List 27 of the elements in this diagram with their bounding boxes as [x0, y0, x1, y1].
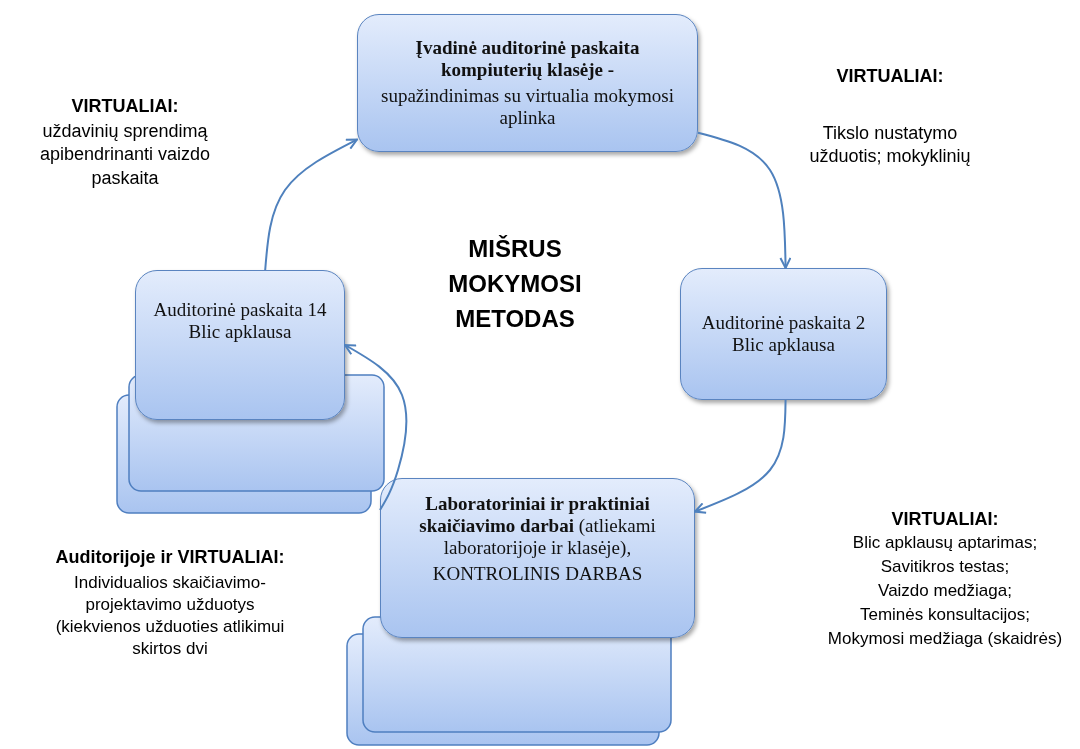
annotation-text: Mokymosi medžiaga (skaidrės) [826, 628, 1064, 650]
annotation-text: Blic apklausų aptarimas; [851, 532, 1039, 554]
annotation-text: Savitikros testas; [879, 556, 1011, 578]
box-text: Auditorinė paskaita 2 Blic apklausa [700, 312, 867, 356]
annotation-text: Tikslo nustatymo užduotis; mokyklinių [808, 122, 972, 169]
curved-arrow [344, 344, 408, 511]
curved-arrow [264, 138, 358, 271]
annotation-text: Individualios skaičiavimo-projektavimo užduotys (kiekvienos užduoties atlikimui skirtos dvi [54, 572, 286, 661]
curved-arrow [697, 131, 792, 269]
box-text: Laboratoriniai ir praktiniai skaičiavimo darbai (atliekami laboratorijoje ir klasėje), [418, 493, 657, 559]
curved-arrow [694, 399, 787, 514]
heading-text: MIŠRUS MOKYMOSI METODAS [447, 234, 583, 334]
heading-text: VIRTUALIAI: [890, 508, 1000, 531]
process-box [357, 14, 698, 152]
process-box [135, 270, 345, 420]
box-text: supažindinimas su virtualia mokymosi aplinka [380, 85, 675, 129]
heading-text: VIRTUALIAI: [70, 95, 180, 118]
annotation-text: uždavinių sprendimą apibendrinanti vaizdo paskaita [38, 120, 212, 190]
box-text: Auditorinė paskaita 14 Blic apklausa [152, 299, 328, 343]
annotation-text: Vaizdo medžiaga; [877, 580, 1013, 602]
annotation-text: Teminės konsultacijos; [858, 604, 1032, 626]
box-text: KONTROLINIS DARBAS [432, 562, 643, 585]
process-box [680, 268, 887, 400]
process-box [380, 478, 695, 638]
heading-text: VIRTUALIAI: [835, 65, 945, 88]
box-text: Įvadinė auditorinė paskaita kompiuterių klasėje - [414, 37, 641, 81]
heading-text: Auditorijoje ir VIRTUALIAI: [54, 546, 286, 569]
